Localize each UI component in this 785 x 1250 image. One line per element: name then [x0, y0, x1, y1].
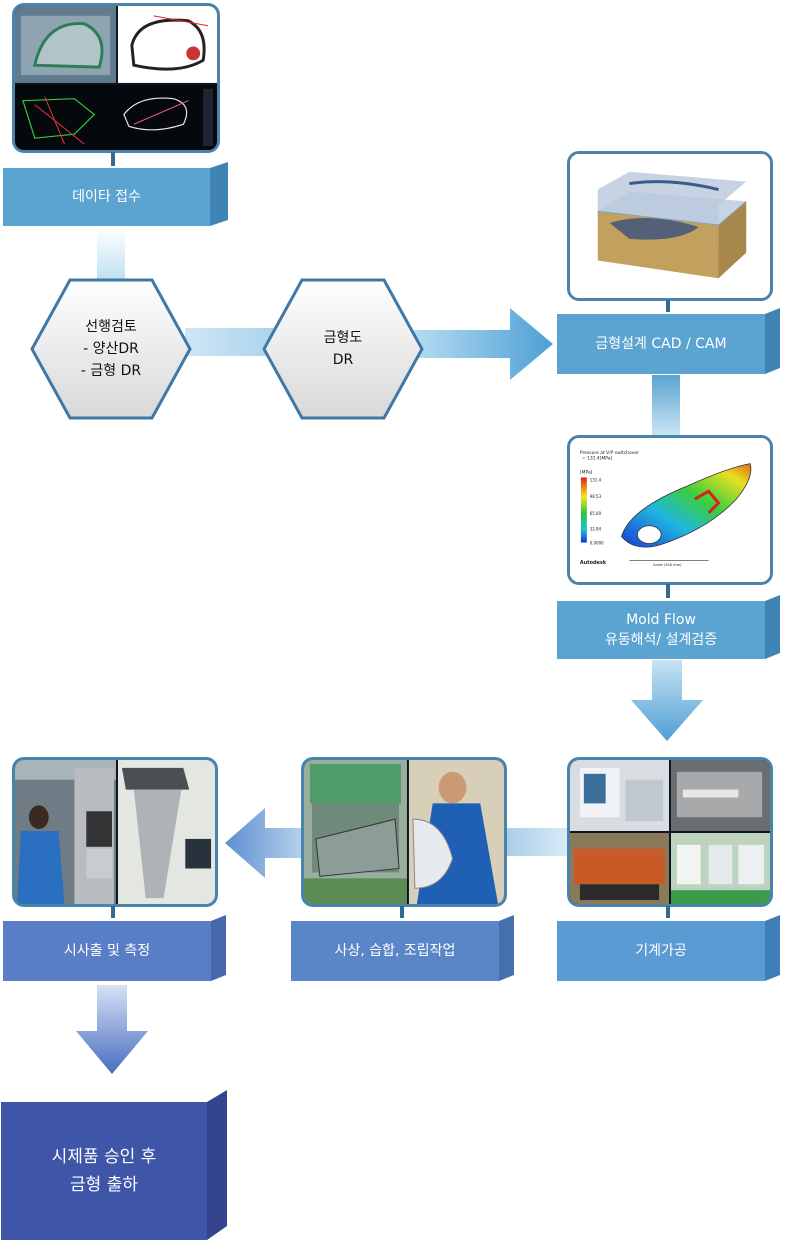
moldflow-title: Pressure at V/P switchover: [580, 450, 639, 456]
connector-data-to-review: [97, 228, 125, 280]
frame-stub: [111, 906, 115, 918]
box-side: [499, 915, 514, 981]
arrow-right-icon: [410, 308, 553, 380]
frame-stub: [111, 152, 115, 166]
svg-text:65.69: 65.69: [590, 511, 602, 516]
data-receipt-box: 데이타 접수: [3, 162, 228, 230]
moldflow-scale-caption: Scale (300 mm): [653, 563, 682, 567]
box-side: [207, 1090, 227, 1240]
frame-stub: [666, 906, 670, 918]
svg-text:0.0000: 0.0000: [590, 541, 604, 546]
pre-review-label: 선행검토 - 양산DR - 금형 DR: [80, 319, 142, 379]
assembly-label: 사상, 습합, 조립작업: [291, 921, 499, 981]
machining-photos-image: [567, 757, 773, 907]
assembly-photos-image: [301, 757, 507, 907]
mold-drawing-label: 금형도 DR: [323, 330, 363, 368]
mold-flow-box: Mold Flow 유동해석/ 설계검증: [557, 595, 780, 661]
final-shipment-label: 시제품 승인 후 금형 출하: [1, 1102, 207, 1240]
connector-machining-to-assembly: [505, 828, 567, 856]
moldflow-unit: [MPa]: [580, 470, 593, 476]
moldflow-analysis-image: Pressure at V/P switchover = 131.4[MPa] …: [567, 435, 773, 585]
box-side: [765, 308, 780, 374]
trial-injection-photos-image: [12, 757, 218, 907]
data-receipt-label: 데이타 접수: [3, 168, 210, 226]
connector-design-to-flow: [652, 375, 680, 437]
arrow-down-icon: [631, 660, 703, 741]
arrow-down-icon: [76, 985, 148, 1074]
mold-design-box: 금형설계 CAD / CAM: [557, 308, 780, 376]
mold-flow-label: Mold Flow 유동해석/ 설계검증: [557, 601, 765, 659]
connector-review-to-drawing: [185, 328, 275, 356]
machining-label: 기계가공: [557, 921, 765, 981]
moldflow-brand: Autodesk: [580, 560, 607, 566]
frame-stub: [666, 584, 670, 598]
mold-drawing-hexagon: [262, 278, 424, 420]
frame-stub: [666, 300, 670, 312]
moldflow-subtitle: = 131.4[MPa]: [582, 456, 613, 462]
box-side: [765, 595, 780, 659]
final-shipment-box: 시제품 승인 후 금형 출하: [1, 1090, 227, 1242]
box-side: [765, 915, 780, 981]
cad-data-image: [12, 3, 220, 153]
svg-text:98.53: 98.53: [590, 494, 602, 499]
pre-review-hexagon: [30, 278, 192, 420]
mold-3d-model-image: [567, 151, 773, 301]
trial-injection-label: 시사출 및 측정: [3, 921, 211, 981]
svg-text:32.84: 32.84: [590, 527, 602, 532]
assembly-box: 사상, 습합, 조립작업: [291, 915, 514, 983]
box-side: [210, 162, 228, 226]
trial-injection-box: 시사출 및 측정: [3, 915, 226, 983]
frame-stub: [400, 906, 404, 918]
svg-text:131.4: 131.4: [590, 477, 602, 482]
machining-box: 기계가공: [557, 915, 780, 983]
arrow-left-icon: [225, 808, 305, 878]
box-side: [211, 915, 226, 981]
mold-design-label: 금형설계 CAD / CAM: [557, 314, 765, 374]
